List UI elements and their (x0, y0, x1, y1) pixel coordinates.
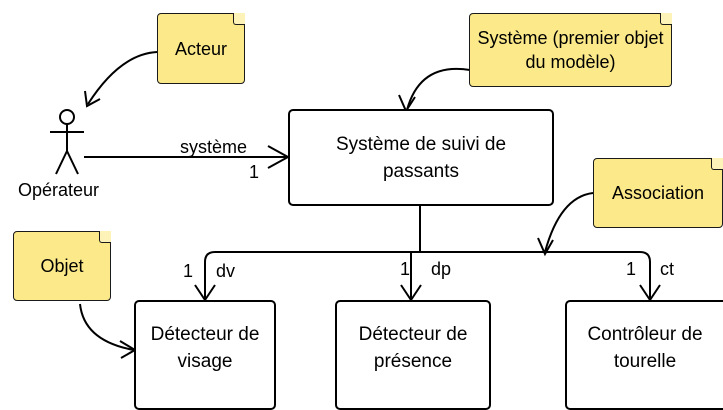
box-visage-label: Détecteur de visage (150, 324, 260, 372)
association-arrowhead (537, 237, 554, 257)
box-system: Système de suivi de passants (288, 109, 554, 206)
composition-tree (194, 206, 661, 302)
note-association-text: Association (611, 183, 705, 203)
note-connectors (79, 51, 594, 359)
box-tourelle-label: Contrôleur de tourelle (587, 324, 703, 372)
systeme-connector (406, 67, 471, 111)
box-presence-label: Détecteur de présence (358, 324, 468, 372)
note-acteur-text: Acteur (174, 38, 228, 59)
dv-mult-label: 1 (183, 261, 194, 281)
note-acteur: Acteur (157, 13, 245, 84)
dp-mult-label: 1 (400, 259, 411, 279)
operator-role-label: système (180, 137, 248, 157)
acteur-arrowhead (84, 90, 101, 108)
box-system-label: Système de suivi de passants (335, 133, 507, 182)
note-objet-text: Objet (40, 256, 84, 276)
acteur-connector (87, 51, 158, 105)
association-connector (544, 192, 594, 253)
dv-role-label: dv (216, 261, 236, 281)
dp-role-label: dp (431, 259, 452, 279)
ct-role-label: ct (660, 259, 675, 279)
box-detecteur-presence: Détecteur de présence (335, 300, 491, 410)
note-systeme: Système (premier objet du modèle) (469, 13, 672, 87)
box-controleur-tourelle: Contrôleur de tourelle (565, 300, 723, 410)
ct-mult-label: 1 (626, 259, 637, 279)
note-systeme-text: Système (premier objet du modèle) (477, 28, 664, 72)
actor-label: Opérateur (18, 180, 100, 200)
box-detecteur-visage: Détecteur de visage (134, 300, 276, 410)
operator-mult-label: 1 (249, 162, 260, 182)
objet-connector (79, 303, 135, 351)
note-objet: Objet (13, 231, 111, 301)
note-association: Association (593, 158, 723, 228)
actor-icon (50, 109, 84, 175)
